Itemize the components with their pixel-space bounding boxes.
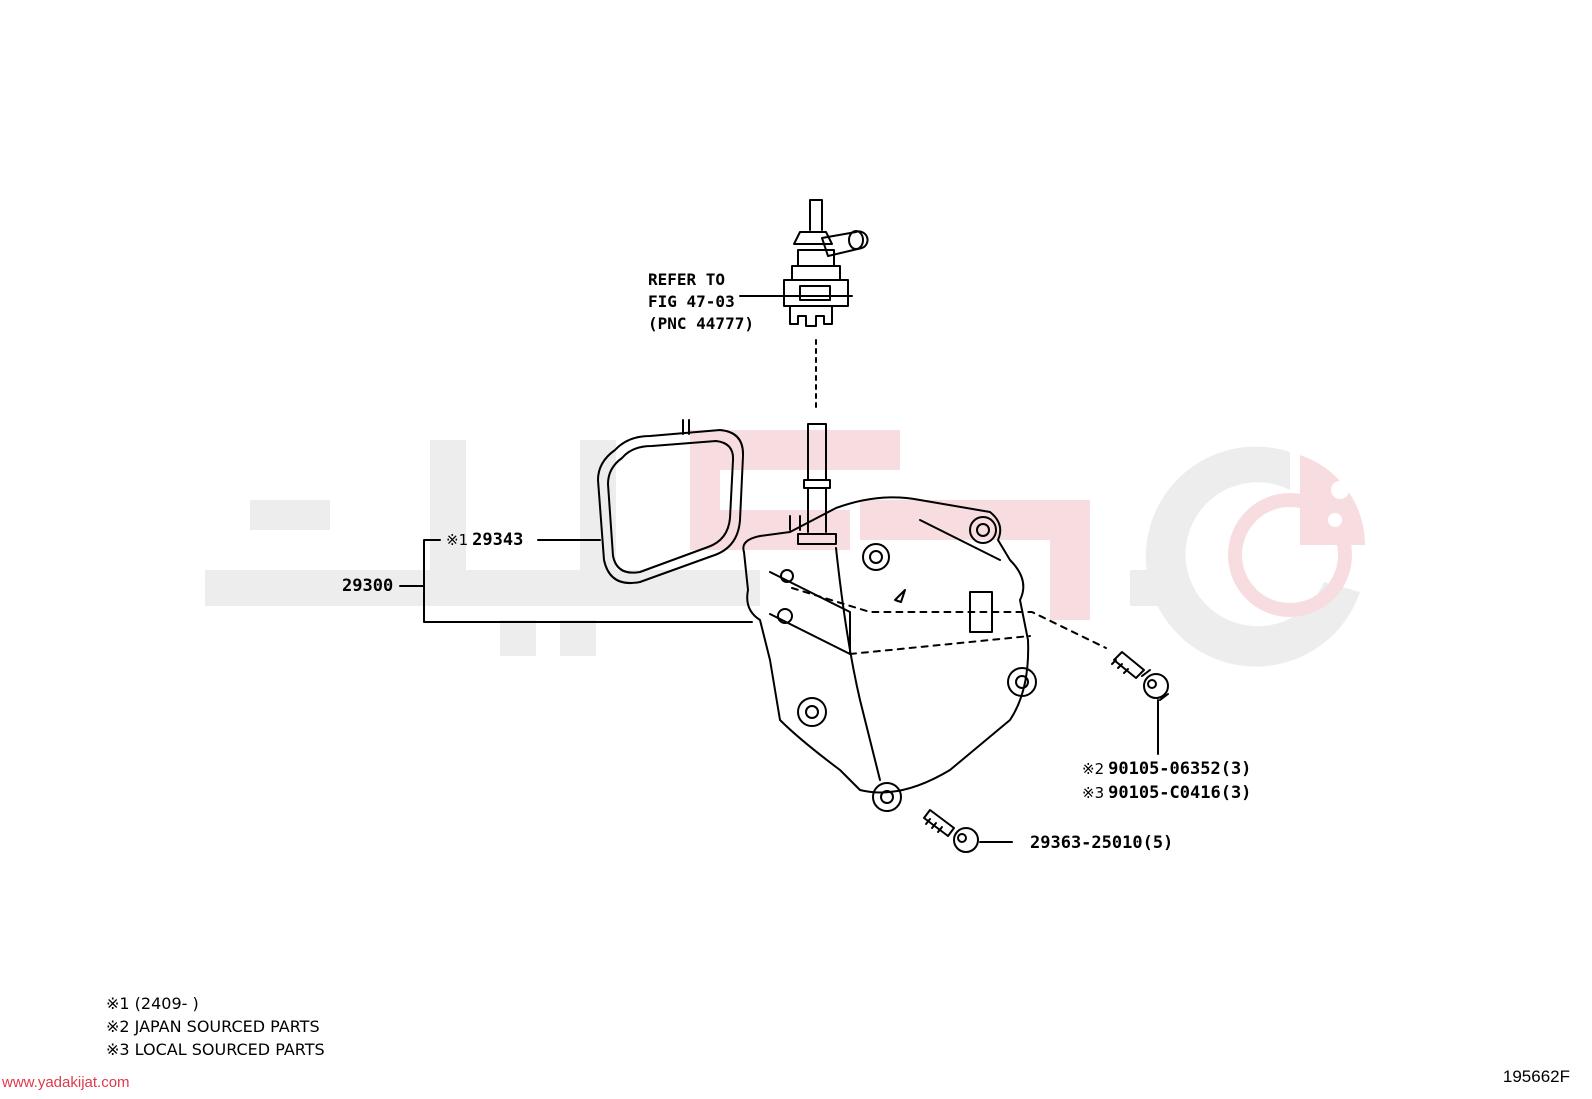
part-number: 90105-C0416(3) [1108,783,1252,803]
assembly-leader [399,539,753,623]
footnote-mark: ※3 [1082,784,1105,802]
dashed-guide-bolt [791,587,1107,655]
refer-note: REFER TO FIG 47-03 (PNC 44777) [648,269,754,335]
part-label-29363-25010[interactable]: 29363-25010(5) [1030,832,1173,854]
part-number: 90105-06352(3) [1108,759,1252,779]
footnote-mark: ※2 [1082,760,1105,778]
website-link[interactable]: www.yadakijat.com [2,1074,130,1091]
refer-line-1: REFER TO [648,270,726,289]
footnote-3: ※3 LOCAL SOURCED PARTS [106,1040,325,1059]
part-number: 29363-25010(5) [1030,833,1174,853]
footnote-2: ※2 JAPAN SOURCED PARTS [106,1017,320,1036]
gasket-icon [597,419,745,584]
part-number: 29343 [472,530,524,550]
part-number: 29300 [342,576,394,596]
part-label-29300[interactable]: 29300 [342,575,393,597]
refer-line-2: FIG 47-03 [648,292,735,311]
footnote-1: ※1 (2409- ) [106,994,199,1013]
footnote-mark: ※1 [446,531,469,549]
watermark-logo [205,430,1365,667]
pump-shaft-icon [789,423,837,545]
vacuum-sensor-icon [779,199,869,327]
bolt-29363-icon [923,809,979,853]
bolt-90105-icon [1111,651,1169,701]
vacuum-pump-icon [742,496,1037,812]
footnotes: ※1 (2409- ) ※2 JAPAN SOURCED PARTS ※3 LO… [106,992,325,1061]
figure-code: 195662F [1502,1067,1570,1086]
refer-line-3: (PNC 44777) [648,314,754,333]
